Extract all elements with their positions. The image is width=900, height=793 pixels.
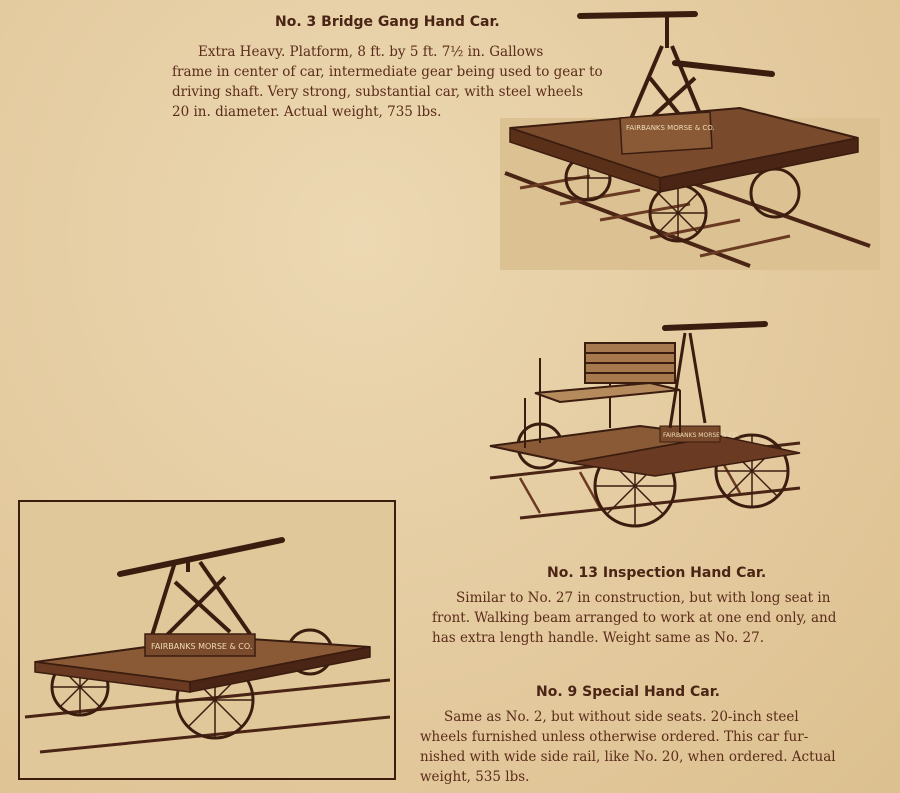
- car-maker-label: FAIRBANKS MORSE & CO.: [151, 642, 252, 651]
- illustration-no9-special-car: FAIRBANKS MORSE & CO.: [18, 500, 396, 780]
- section-description-no3: Extra Heavy. Platform, 8 ft. by 5 ft. 7½…: [172, 42, 603, 122]
- description-line: Similar to No. 27 in construction, but w…: [456, 590, 831, 606]
- car-maker-label: FAIRBANKS MORSE & CO.: [663, 432, 739, 439]
- section-title-no9: No. 9 Special Hand Car.: [536, 684, 720, 700]
- description-line: nished with wide side rail, like No. 20,…: [420, 749, 836, 765]
- description-line: Same as No. 2, but without side seats. 2…: [444, 709, 799, 725]
- description-line: weight, 535 lbs.: [420, 769, 530, 785]
- description-line: has extra length handle. Weight same as …: [432, 630, 765, 646]
- illustration-no13-inspection-car: FAIRBANKS MORSE & CO.: [480, 318, 810, 543]
- section-description-no9: Same as No. 2, but without side seats. 2…: [420, 707, 846, 787]
- description-line: 20 in. diameter. Actual weight, 735 lbs.: [172, 104, 442, 120]
- description-line: frame in center of car, intermediate gea…: [172, 64, 603, 80]
- description-line: front. Walking beam arranged to work at …: [432, 610, 837, 626]
- section-title-no3: No. 3 Bridge Gang Hand Car.: [275, 14, 500, 30]
- illustration-no3-bridge-gang-car: FAIRBANKS MORSE & CO.: [500, 8, 880, 270]
- description-line: Extra Heavy. Platform, 8 ft. by 5 ft. 7½…: [198, 44, 544, 60]
- description-line: wheels furnished unless otherwise ordere…: [420, 729, 809, 745]
- section-description-no13: Similar to No. 27 in construction, but w…: [432, 588, 860, 648]
- car-maker-label: FAIRBANKS MORSE & CO.: [626, 124, 715, 132]
- section-title-no13: No. 13 Inspection Hand Car.: [547, 565, 767, 581]
- description-line: driving shaft. Very strong, substantial …: [172, 84, 584, 100]
